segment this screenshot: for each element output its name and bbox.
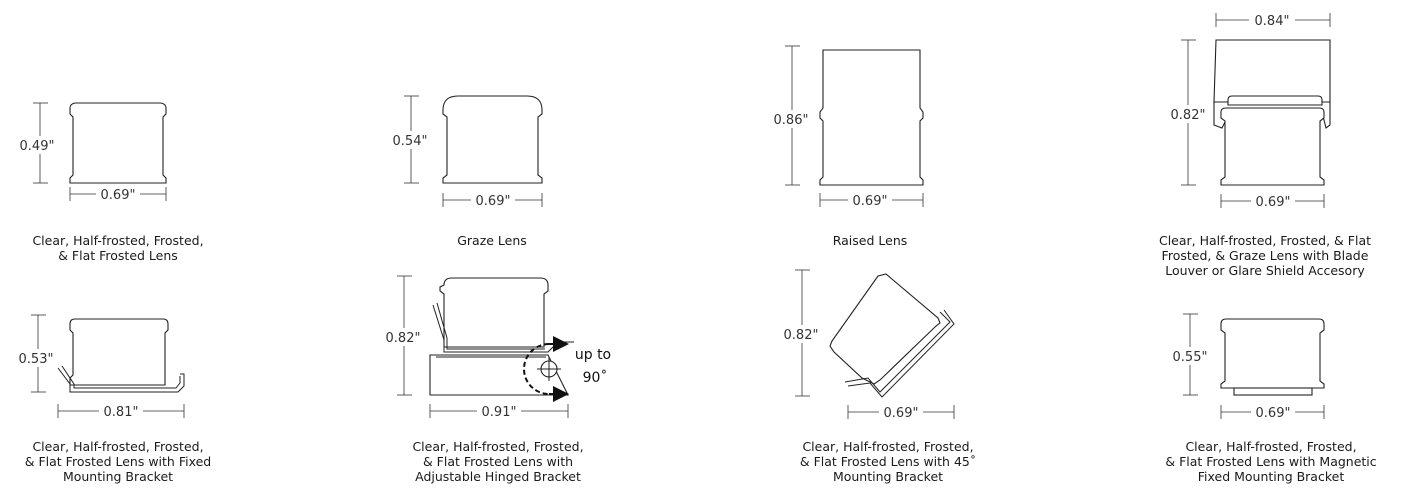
caption-louver-lens: Clear, Half-frosted, Frosted, & Flat Fro…	[1158, 233, 1372, 278]
width-label: 0.69"	[1256, 406, 1291, 421]
rotation-note-line-1: up to	[575, 347, 611, 363]
width-label: 0.81"	[104, 405, 139, 420]
height-label: 0.86"	[774, 113, 809, 128]
width-label: 0.69"	[101, 188, 136, 203]
raised-lens-profile	[819, 49, 924, 186]
louver-lens-profile	[1213, 39, 1331, 186]
width-label: 0.91"	[482, 405, 517, 420]
caption-magnetic-bracket-lens: Clear, Half-frosted, Frosted, & Flat Fro…	[1165, 439, 1377, 484]
fixed-bracket-lens-profile	[57, 318, 185, 393]
hinged-bracket-lens-profile	[429, 277, 574, 402]
width-label: 0.69"	[853, 194, 888, 209]
caption-angled-bracket-lens: Clear, Half-frosted, Frosted, & Flat Fro…	[799, 439, 977, 484]
caption-hinged-bracket-lens: Clear, Half-frosted, Frosted, & Flat Fro…	[412, 439, 584, 484]
height-label: 0.82"	[1171, 108, 1206, 123]
width-label: 0.69"	[1256, 195, 1291, 210]
top-width-label: 0.84"	[1255, 14, 1290, 29]
height-label: 0.53"	[19, 352, 54, 367]
rotation-note-line-2: 90˚	[583, 369, 608, 386]
magnetic-bracket-lens-profile	[1220, 318, 1325, 396]
height-label: 0.55"	[1173, 350, 1208, 365]
graze-lens-profile	[442, 95, 543, 184]
angled-bracket-lens-profile	[829, 273, 955, 398]
caption-raised-lens: Raised Lens	[832, 233, 908, 248]
width-label: 0.69"	[476, 194, 511, 209]
height-label: 0.82"	[784, 328, 819, 343]
caption-fixed-bracket-lens: Clear, Half-frosted, Frosted, & Flat Fro…	[24, 439, 212, 484]
height-label: 0.49"	[20, 139, 55, 154]
caption-graze-lens: Graze Lens	[457, 233, 527, 248]
caption-flat-lens: Clear, Half-frosted, Frosted, & Flat Fro…	[32, 233, 204, 263]
width-label: 0.69"	[884, 406, 919, 421]
height-label: 0.54"	[393, 134, 428, 149]
height-label: 0.82"	[386, 331, 421, 346]
flat-lens-profile	[69, 102, 167, 184]
